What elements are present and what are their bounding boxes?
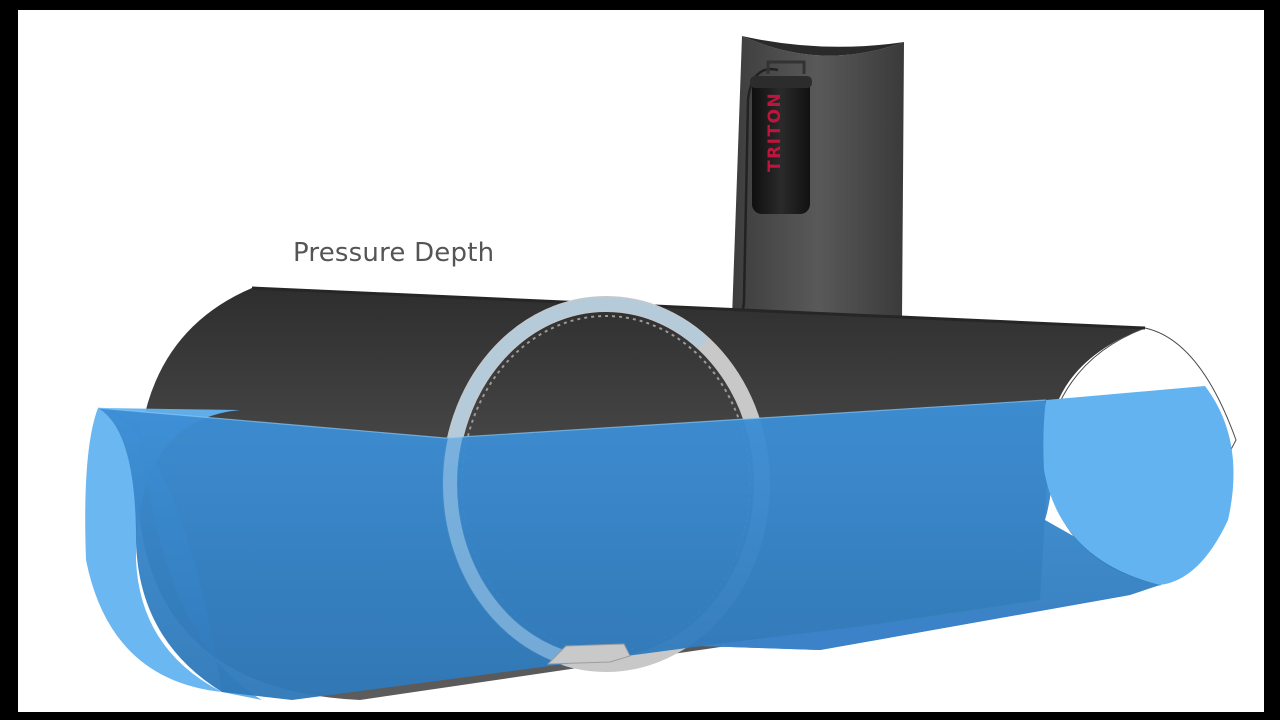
pressure-depth-label: Pressure Depth <box>293 238 495 268</box>
water-flow <box>85 386 1234 700</box>
ring-underwater <box>443 297 769 671</box>
pipe-diagram: TRITON <box>85 36 1237 700</box>
diagram-canvas: TRITON <box>18 10 1264 712</box>
sensor-brand-label: TRITON <box>765 92 785 172</box>
triton-sensor: TRITON <box>750 60 812 214</box>
velocity-sensor-pad <box>546 643 631 665</box>
